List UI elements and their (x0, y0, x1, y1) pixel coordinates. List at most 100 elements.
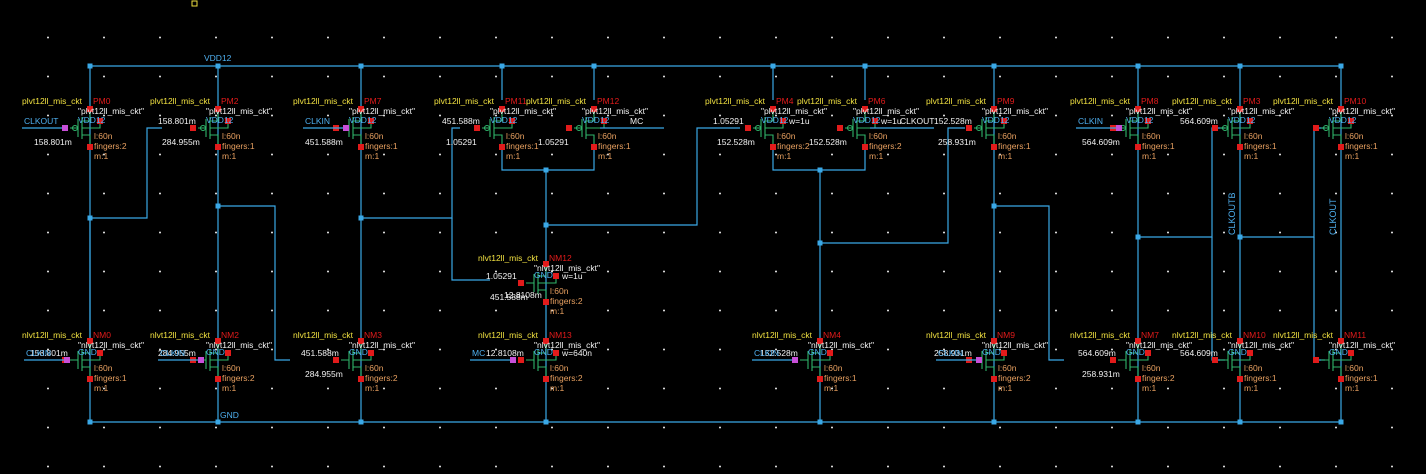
gate-pin[interactable] (518, 280, 524, 286)
source-pin[interactable] (591, 144, 597, 150)
source-pin[interactable] (358, 144, 364, 150)
input-pin-clkin-pm8[interactable]: CLKIN (1076, 116, 1122, 131)
body-pin[interactable] (225, 350, 231, 356)
gate-pin[interactable] (1212, 357, 1218, 363)
body-pin[interactable] (780, 118, 786, 124)
input-pin-clkin-pm7[interactable]: CLKIN (303, 116, 349, 131)
drain-pin[interactable] (87, 338, 93, 344)
body-pin[interactable] (368, 350, 374, 356)
drain-pin[interactable] (862, 106, 868, 112)
source-pin[interactable] (215, 144, 221, 150)
input-pin-mc-in[interactable]: MC (470, 348, 516, 363)
gate-pin[interactable] (837, 125, 843, 131)
gate-pin[interactable] (966, 125, 972, 131)
source-pin[interactable] (1338, 376, 1344, 382)
body-pin[interactable] (1348, 350, 1354, 356)
source-pin[interactable] (991, 144, 997, 150)
body-pin[interactable] (1348, 118, 1354, 124)
gate-pin[interactable] (566, 125, 572, 131)
output-pin-clkout-out[interactable]: CLKOUT (870, 116, 934, 129)
source-pin[interactable] (543, 299, 549, 305)
output-pin-mc-out[interactable]: MC (600, 116, 664, 129)
source-pin[interactable] (358, 376, 364, 382)
body-pin[interactable] (872, 118, 878, 124)
gate-pin[interactable] (1110, 357, 1116, 363)
body-pin[interactable] (1145, 350, 1151, 356)
drain-pin[interactable] (1237, 106, 1243, 112)
source-pin[interactable] (543, 376, 549, 382)
gate-pin[interactable] (474, 125, 480, 131)
body-pin[interactable] (553, 273, 559, 279)
drain-pin[interactable] (591, 106, 597, 112)
input-pin-clkin-nm2[interactable]: CLKIN (158, 348, 204, 363)
gate-pin[interactable] (1313, 125, 1319, 131)
drain-pin[interactable] (1237, 338, 1243, 344)
source-pin[interactable] (87, 376, 93, 382)
drain-pin[interactable] (991, 106, 997, 112)
body-pin[interactable] (1001, 350, 1007, 356)
gate-pin[interactable] (190, 125, 196, 131)
source-pin[interactable] (499, 144, 505, 150)
source-pin[interactable] (1338, 144, 1344, 150)
source-pin[interactable] (1237, 144, 1243, 150)
body-pin[interactable] (553, 350, 559, 356)
input-pin-clkin-nm3[interactable]: CLKIN (24, 348, 70, 363)
body-pin[interactable] (1001, 118, 1007, 124)
drain-pin[interactable] (1135, 106, 1141, 112)
input-pin-clkout-in[interactable]: CLKOUT (22, 116, 68, 131)
drain-pin[interactable] (1338, 106, 1344, 112)
drain-pin[interactable] (358, 338, 364, 344)
body-pin[interactable] (827, 350, 833, 356)
body-pin[interactable] (601, 118, 607, 124)
gate-pin[interactable] (1313, 357, 1319, 363)
source-pin[interactable] (770, 144, 776, 150)
drain-pin[interactable] (87, 106, 93, 112)
drain-pin[interactable] (817, 338, 823, 344)
gate-pin[interactable] (1212, 125, 1218, 131)
body-pin[interactable] (1247, 118, 1253, 124)
source-pin[interactable] (87, 144, 93, 150)
body-pin[interactable] (97, 350, 103, 356)
body-pin[interactable] (1247, 350, 1253, 356)
drain-pin[interactable] (215, 106, 221, 112)
input-pin-clkin-nm9[interactable]: CLKIN (936, 348, 982, 363)
drain-pin[interactable] (543, 338, 549, 344)
body-pin[interactable] (1145, 118, 1151, 124)
source-pin[interactable] (991, 376, 997, 382)
source-pin[interactable] (1135, 144, 1141, 150)
drain-pin[interactable] (499, 106, 505, 112)
gate-pin[interactable] (745, 125, 751, 131)
source-pin[interactable] (862, 144, 868, 150)
drain-pin[interactable] (770, 106, 776, 112)
drain-pin[interactable] (1338, 338, 1344, 344)
input-pin-clkin-nm4[interactable]: CLKIN (752, 348, 798, 363)
drain-pin[interactable] (543, 261, 549, 267)
source-pin[interactable] (215, 376, 221, 382)
drain-pin[interactable] (1135, 338, 1141, 344)
source-pin[interactable] (1237, 376, 1243, 382)
body-pin[interactable] (97, 118, 103, 124)
body-pin[interactable] (509, 118, 515, 124)
body-pin[interactable] (368, 118, 374, 124)
